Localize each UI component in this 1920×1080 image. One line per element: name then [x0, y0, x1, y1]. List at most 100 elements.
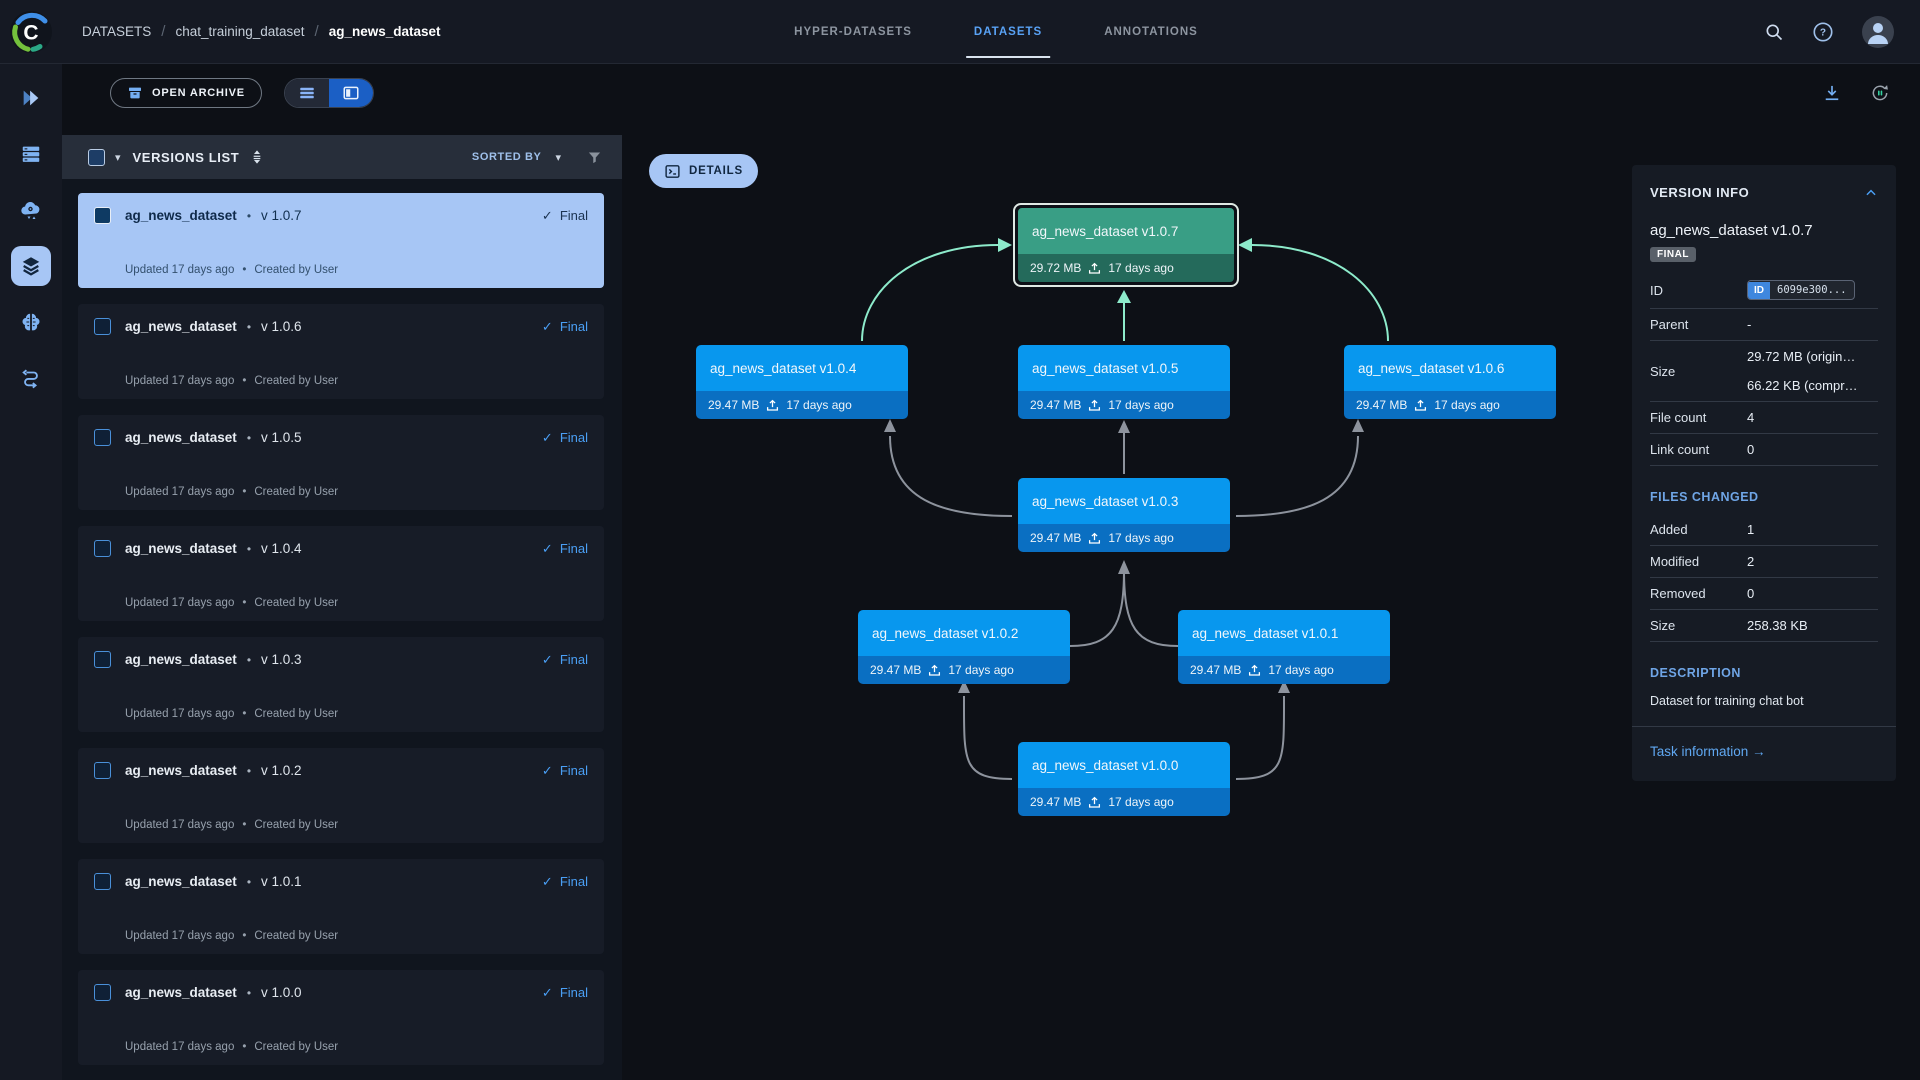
filter-icon[interactable]: [587, 150, 602, 165]
servers-icon: [22, 146, 40, 162]
versions-panel: ▾ VERSIONS LIST SORTED BY ▾ ag_news_data…: [62, 122, 622, 1080]
app-logo[interactable]: C: [0, 10, 62, 54]
node-title: ag_news_dataset v1.0.0: [1032, 757, 1179, 773]
version-row-v1-0-2[interactable]: ag_news_dataset • v 1.0.2 ✓Final Updated…: [78, 748, 604, 843]
main-tabs: HYPER-DATASETS DATASETS ANNOTATIONS: [786, 0, 1206, 64]
version-row-v1-0-1[interactable]: ag_news_dataset • v 1.0.1 ✓Final Updated…: [78, 859, 604, 954]
graph-node-v1-0-6[interactable]: ag_news_dataset v1.0.6 29.47 MB 17 days …: [1344, 345, 1556, 419]
id-row: ID ID 6099e300...: [1650, 272, 1878, 309]
node-age: 17 days ago: [1108, 261, 1174, 275]
graph-node-v1-0-0[interactable]: ag_news_dataset v1.0.0 29.47 MB 17 days …: [1018, 742, 1230, 816]
id-chip: ID: [1748, 281, 1770, 299]
breadcrumb-project[interactable]: chat_training_dataset: [175, 24, 305, 39]
collapse-panel-icon[interactable]: [1864, 186, 1878, 200]
status-badge: ✓Final: [541, 429, 588, 445]
graph-node-v1-0-4[interactable]: ag_news_dataset v1.0.4 29.47 MB 17 days …: [696, 345, 908, 419]
row-checkbox[interactable]: [94, 207, 111, 224]
check-icon: ✓: [541, 540, 553, 556]
open-archive-button[interactable]: OPEN ARCHIVE: [110, 78, 262, 108]
lineage-graph: DETAILS: [622, 122, 1633, 1080]
breadcrumb-current: ag_news_dataset: [328, 24, 441, 39]
changed-size-row: Size 258.38 KB: [1650, 610, 1878, 642]
bullet-separator: •: [246, 319, 252, 334]
breadcrumb: DATASETS / chat_training_dataset / ag_ne…: [82, 23, 441, 40]
bullet-separator: •: [242, 708, 247, 720]
details-button[interactable]: DETAILS: [649, 154, 758, 188]
top-navbar: C DATASETS / chat_training_dataset / ag_…: [0, 0, 1920, 64]
sidebar-item-models[interactable]: [11, 302, 51, 342]
tab-annotations[interactable]: ANNOTATIONS: [1104, 25, 1198, 38]
status-badge: ✓Final: [541, 873, 588, 889]
graph-node-v1-0-1[interactable]: ag_news_dataset v1.0.1 29.47 MB 17 days …: [1178, 610, 1390, 684]
upload-icon: [1089, 796, 1101, 808]
version-row-v1-0-5[interactable]: ag_news_dataset • v 1.0.5 ✓Final Updated…: [78, 415, 604, 510]
row-checkbox[interactable]: [94, 762, 111, 779]
breadcrumb-root[interactable]: DATASETS: [82, 24, 152, 39]
table-view-button[interactable]: [284, 79, 329, 107]
tab-hyper-datasets[interactable]: HYPER-DATASETS: [794, 25, 912, 38]
sidebar-item-pipelines[interactable]: [11, 358, 51, 398]
node-title: ag_news_dataset v1.0.5: [1032, 360, 1179, 376]
select-menu-caret-icon[interactable]: ▾: [115, 151, 121, 164]
row-checkbox[interactable]: [94, 318, 111, 335]
row-checkbox[interactable]: [94, 984, 111, 1001]
graph-node-v1-0-5[interactable]: ag_news_dataset v1.0.5 29.47 MB 17 days …: [1018, 345, 1230, 419]
node-title: ag_news_dataset v1.0.6: [1358, 360, 1505, 376]
status-badge: ✓Final: [541, 651, 588, 667]
version-row-v1-0-6[interactable]: ag_news_dataset • v 1.0.6 ✓Final Updated…: [78, 304, 604, 399]
help-icon[interactable]: ?: [1812, 21, 1834, 43]
sidebar-item-autoscalers[interactable]: [11, 190, 51, 230]
sidebar-item-datasets[interactable]: [11, 246, 51, 286]
graph-node-v1-0-7[interactable]: ag_news_dataset v1.0.7 29.72 MB 17 days …: [1013, 203, 1239, 287]
status-badge: ✓ Final: [541, 207, 588, 223]
status-badge: ✓Final: [541, 762, 588, 778]
node-age: 17 days ago: [1108, 398, 1174, 412]
row-checkbox[interactable]: [94, 540, 111, 557]
sidebar-item-workers-queues[interactable]: [11, 134, 51, 174]
split-view-button[interactable]: [328, 79, 373, 107]
graph-node-v1-0-2[interactable]: ag_news_dataset v1.0.2 29.47 MB 17 days …: [858, 610, 1070, 684]
upload-icon: [1249, 664, 1261, 676]
upload-icon: [1089, 532, 1101, 544]
node-size: 29.47 MB: [1190, 663, 1242, 677]
file-count-row: File count 4: [1650, 402, 1878, 434]
status-badge: ✓Final: [541, 984, 588, 1000]
version-row-v1-0-7[interactable]: ag_news_dataset • v 1.0.7 ✓ Final Update…: [78, 193, 604, 288]
toolbar-right-actions: [1822, 83, 1890, 103]
user-avatar[interactable]: [1862, 15, 1894, 48]
node-size: 29.47 MB: [1030, 795, 1082, 809]
pipeline-icon: [22, 369, 38, 389]
archive-icon: [129, 87, 141, 99]
version-list: ag_news_dataset • v 1.0.7 ✓ Final Update…: [62, 179, 622, 1080]
check-icon: ✓: [541, 207, 553, 223]
link-count-row: Link count 0: [1650, 434, 1878, 466]
version-row-v1-0-4[interactable]: ag_news_dataset • v 1.0.4 ✓Final Updated…: [78, 526, 604, 621]
versions-list-title: VERSIONS LIST: [132, 149, 240, 165]
row-checkbox[interactable]: [94, 651, 111, 668]
node-size: 29.47 MB: [1030, 531, 1082, 545]
graph-node-v1-0-3[interactable]: ag_news_dataset v1.0.3 29.47 MB 17 days …: [1018, 478, 1230, 552]
clearml-logo-icon: C: [10, 10, 52, 53]
search-icon[interactable]: [1764, 22, 1784, 42]
bullet-separator: •: [246, 874, 252, 889]
bullet-separator: •: [242, 1041, 247, 1053]
version-row-v1-0-3[interactable]: ag_news_dataset • v 1.0.3 ✓Final Updated…: [78, 637, 604, 732]
version-row-v1-0-0[interactable]: ag_news_dataset • v 1.0.0 ✓Final Updated…: [78, 970, 604, 1065]
bullet-separator: •: [246, 985, 252, 1000]
bullet-separator: •: [242, 930, 247, 942]
tab-datasets[interactable]: DATASETS: [965, 0, 1051, 64]
select-all-checkbox[interactable]: [88, 148, 105, 166]
upload-icon: [767, 399, 779, 411]
task-information-link[interactable]: Task information →: [1650, 744, 1766, 759]
sidebar-item-getting-started[interactable]: [11, 78, 51, 118]
bullet-separator: •: [242, 375, 247, 387]
auto-refresh-icon[interactable]: [1870, 83, 1890, 103]
id-copy-pill[interactable]: ID 6099e300...: [1747, 280, 1855, 300]
row-checkbox[interactable]: [94, 429, 111, 446]
row-density-icon[interactable]: [249, 149, 265, 165]
row-checkbox[interactable]: [94, 873, 111, 890]
node-size: 29.47 MB: [1030, 398, 1082, 412]
node-title: ag_news_dataset v1.0.4: [710, 360, 857, 376]
sorted-by-control[interactable]: SORTED BY ▾: [471, 151, 561, 164]
download-icon[interactable]: [1822, 83, 1842, 103]
